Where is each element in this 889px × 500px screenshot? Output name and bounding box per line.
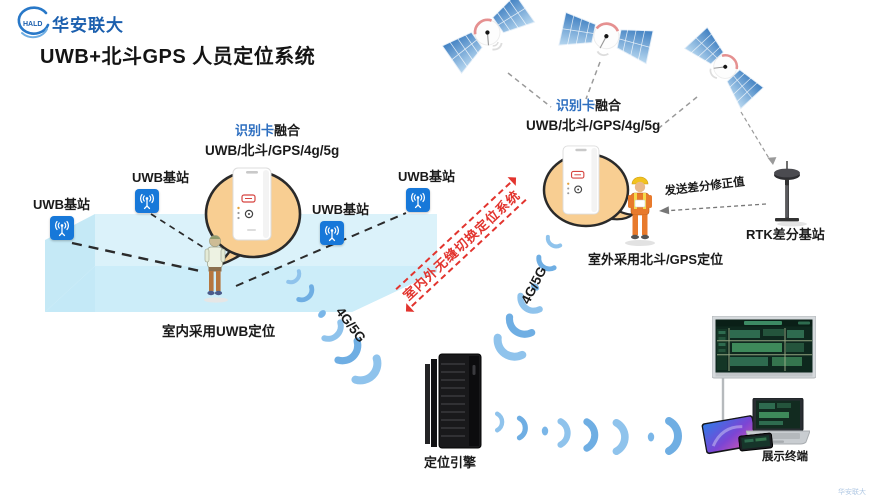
signal-chain-outdoor-to-engine	[493, 234, 563, 361]
tag-rest: 融合	[595, 98, 622, 113]
uwb-station-icon	[50, 216, 74, 240]
antenna-icon	[55, 220, 69, 237]
uwb-station-icon	[406, 188, 430, 212]
rtk-station-label: RTK差分基站	[746, 227, 825, 242]
brand-logo-icon: HALD	[17, 6, 50, 39]
rtk-base-station	[774, 161, 807, 227]
server-tower	[425, 353, 482, 449]
outdoor-worker	[625, 176, 655, 246]
rtk-correction-arrow	[659, 203, 767, 215]
id-badge-device	[232, 167, 272, 241]
engine-label: 定位引擎	[424, 455, 477, 470]
outdoor-card-modes: UWB/北斗/GPS/4g/5g	[526, 118, 661, 133]
uwb-station-icon	[320, 221, 344, 245]
id-badge-device	[562, 145, 600, 215]
signal-chain-indoor-to-engine	[286, 269, 382, 385]
satellite-to-rtk-arrowhead	[767, 157, 777, 165]
tag-rest: 融合	[274, 123, 301, 138]
uwb-station-label: UWB基站	[33, 197, 91, 212]
satellite-icon	[676, 19, 772, 118]
wall-monitor	[712, 316, 816, 435]
uwb-station-label: UWB基站	[398, 169, 456, 184]
tag-highlight: 识别卡	[235, 123, 275, 138]
indoor-caption: 室内采用UWB定位	[162, 324, 276, 339]
outdoor-caption: 室外采用北斗/GPS定位	[588, 252, 724, 267]
brand-logo: HALD	[12, 5, 54, 41]
brand-short-text: HALD	[23, 21, 42, 28]
signal-chain-engine-to-display	[494, 411, 682, 456]
indoor-room	[45, 214, 437, 312]
tag-highlight: 识别卡	[556, 98, 596, 113]
page-title: UWB+北斗GPS 人员定位系统	[40, 46, 316, 68]
indoor-card-modes: UWB/北斗/GPS/4g/5g	[205, 143, 340, 158]
phone-device	[738, 432, 774, 457]
brand-name: 华安联大	[52, 16, 124, 35]
satellite-icon	[435, 0, 543, 83]
indoor-person	[204, 235, 228, 303]
uwb-ranging-lines	[71, 212, 407, 287]
outdoor-card-tag: 识别卡融合	[556, 98, 622, 113]
indoor-card-tag: 识别卡融合	[235, 123, 301, 138]
satellite-icon	[552, 2, 661, 74]
watermark: 华安联大	[838, 489, 866, 496]
uwb-station-icon	[135, 189, 159, 213]
uwb-station-label: UWB基站	[132, 170, 190, 185]
uwb-station-label: UWB基站	[312, 202, 370, 217]
satellite-links	[507, 61, 771, 161]
display-terminal-label: 展示终端	[762, 451, 808, 463]
